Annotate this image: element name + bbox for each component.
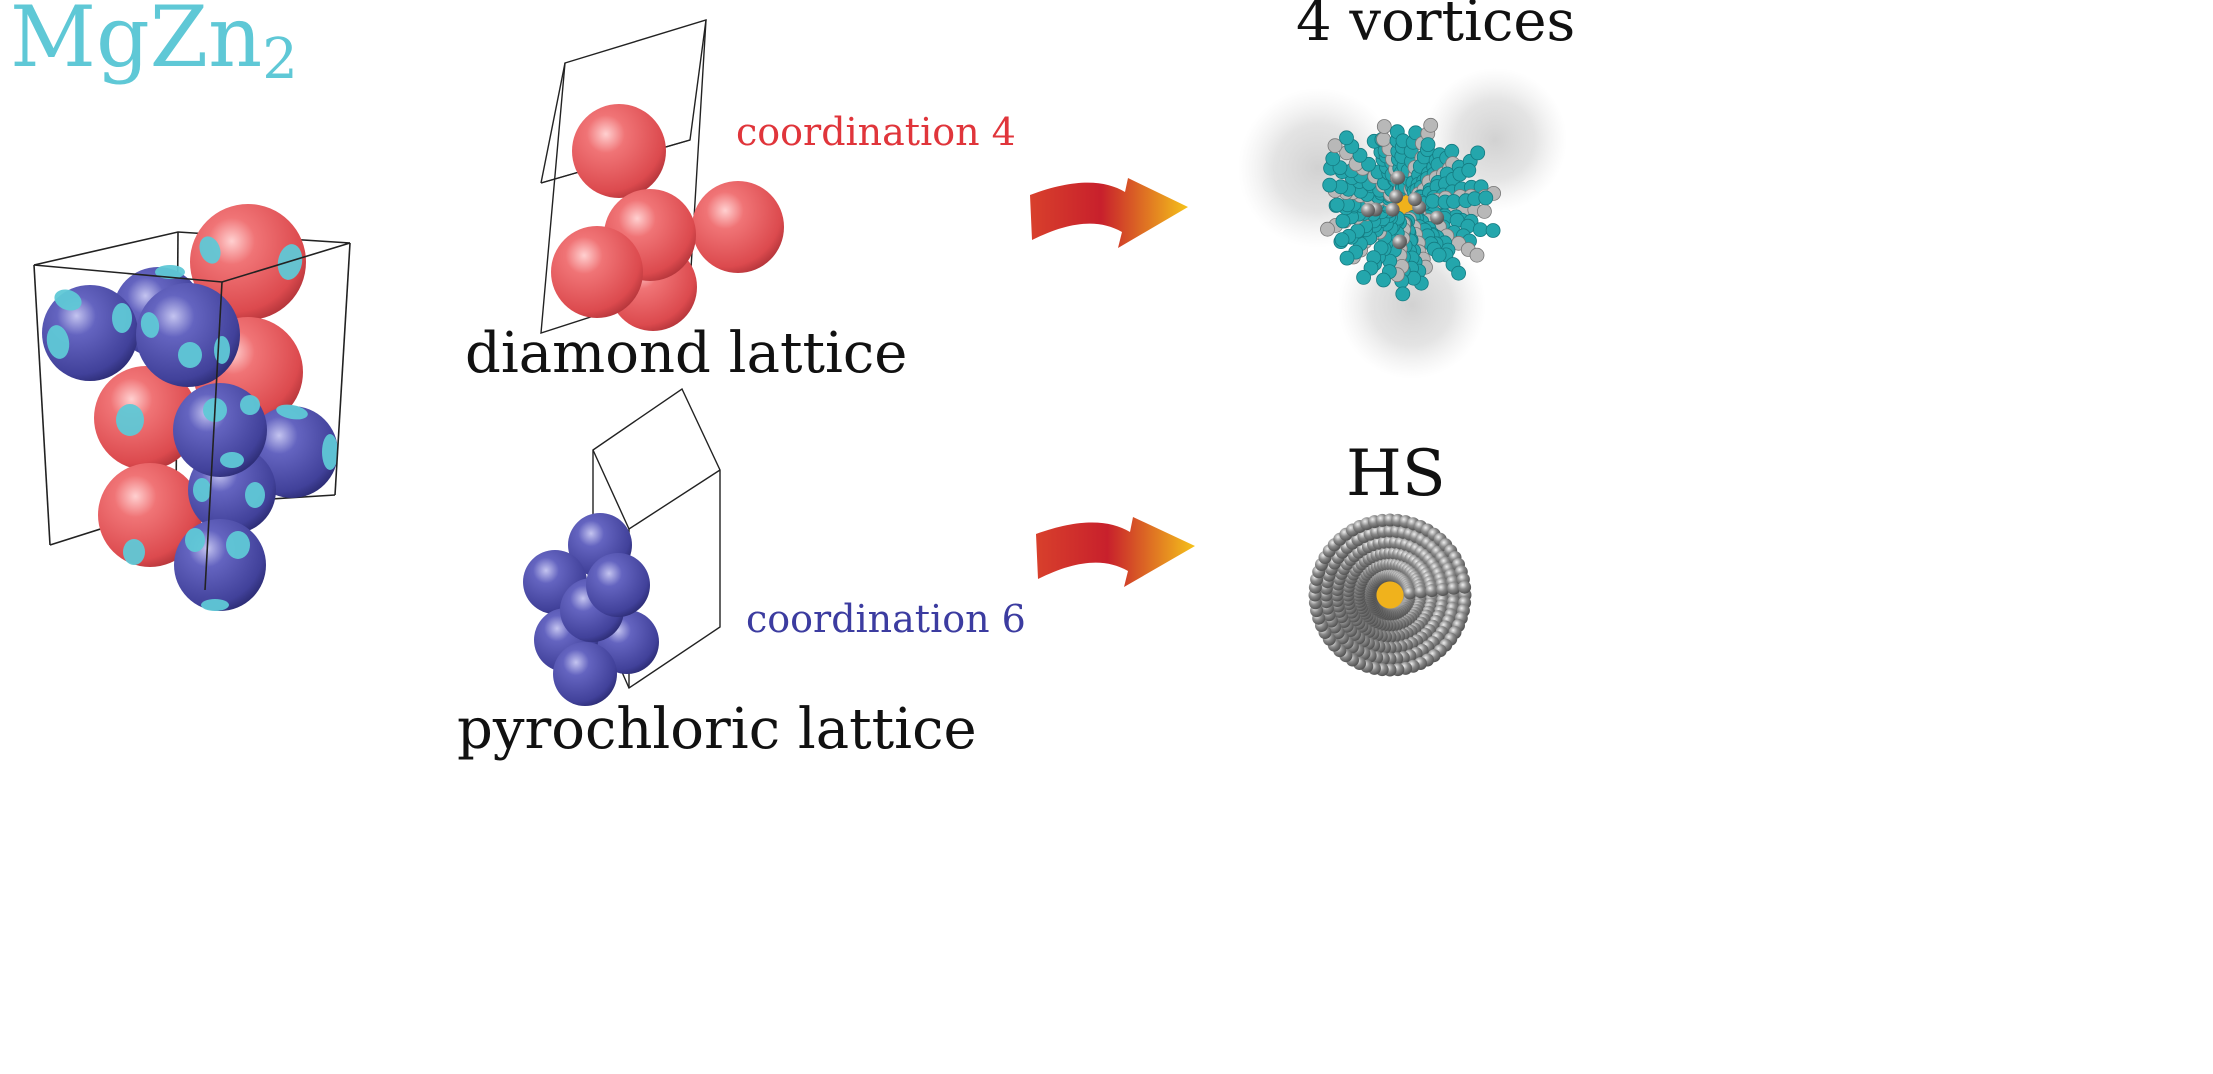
- ligand-bead: [1458, 580, 1472, 594]
- patchy-nanoparticle: [1238, 68, 1567, 379]
- diamond-lattice-label: diamond lattice: [465, 321, 907, 386]
- ligand-bead: [1385, 202, 1400, 217]
- blue-sphere: [586, 553, 650, 617]
- ligand-bead: [1391, 170, 1406, 185]
- ligand-bead: [1395, 286, 1411, 302]
- red-sphere: [190, 204, 306, 320]
- ligand-bead: [1376, 272, 1391, 288]
- ligand-bead: [1376, 119, 1392, 134]
- red-sphere: [94, 366, 198, 470]
- patch-spot: [201, 599, 229, 611]
- mgzn2-spheres: [42, 204, 338, 611]
- ligand-bead: [1403, 586, 1417, 600]
- patch-spot: [54, 289, 82, 311]
- red-sphere: [572, 104, 666, 198]
- ligand-bead: [1446, 194, 1461, 209]
- pyrochloric-lattice-label: pyrochloric lattice: [457, 697, 977, 762]
- ligand-bead: [1407, 192, 1422, 207]
- coordination-6-label: coordination 6: [746, 597, 1026, 641]
- ligand-bead: [1470, 145, 1486, 161]
- diamond-spheres: [551, 104, 784, 331]
- patch-spot: [178, 342, 202, 368]
- ligand-bead: [1461, 162, 1477, 178]
- ligand-bead: [1420, 137, 1436, 153]
- ligand-bead: [1451, 265, 1466, 281]
- patch-spot: [276, 404, 308, 420]
- vortices-label: 4 vortices: [1296, 0, 1575, 54]
- blue-sphere: [553, 642, 617, 706]
- patch-spot: [123, 539, 145, 565]
- curved-arrow-icon: [1030, 178, 1188, 248]
- red-sphere: [551, 226, 643, 318]
- patch-spot: [220, 452, 244, 468]
- ligand-bead: [1485, 223, 1501, 238]
- pyrochlore-unit-cell: [523, 387, 721, 706]
- patch-spot: [140, 312, 160, 338]
- ligand-bead: [1469, 247, 1485, 263]
- patch-spot: [214, 336, 230, 364]
- ligand-bead: [1325, 151, 1341, 167]
- hs-label: HS: [1346, 437, 1446, 511]
- red-sphere: [98, 463, 202, 567]
- diamond-unit-cell: [540, 19, 784, 334]
- ligand-bead: [1389, 189, 1403, 204]
- ligand-bead: [1373, 240, 1389, 256]
- patch-spot: [193, 478, 211, 502]
- blue-sphere: [136, 283, 240, 387]
- ligand-bead: [1361, 156, 1376, 172]
- ligand-bead: [1425, 584, 1439, 598]
- patch-spot: [185, 528, 205, 552]
- ligand-bead: [1444, 143, 1460, 159]
- ligand-bead: [1436, 583, 1450, 596]
- ligand-bead: [1423, 117, 1439, 133]
- coordination-4-label: coordination 4: [736, 110, 1016, 154]
- mgzn2-cell-frame-front: [33, 242, 351, 591]
- ligand-bead: [1376, 131, 1391, 147]
- patch-spot: [322, 434, 338, 470]
- hard-sphere-nanoparticle: [1308, 513, 1472, 677]
- ligand-bead: [1320, 221, 1335, 237]
- ligand-bead: [1478, 190, 1494, 206]
- ligand-bead: [1472, 222, 1488, 238]
- patch-spot: [199, 236, 221, 264]
- patch-spot: [226, 531, 250, 559]
- red-sphere: [692, 181, 784, 273]
- ligand-bead: [1477, 203, 1492, 219]
- ligand-bead: [1361, 203, 1375, 218]
- mgzn2-unit-cell: [33, 204, 351, 611]
- ligand-bead: [1334, 232, 1350, 248]
- ligand-bead: [1430, 210, 1445, 225]
- patch-spot: [116, 404, 144, 436]
- ligand-bead: [1327, 138, 1343, 154]
- pyrochlore-spheres: [523, 513, 659, 706]
- patch-spot: [240, 395, 260, 415]
- ligand-bead: [1329, 197, 1345, 213]
- patch-spot: [155, 265, 185, 279]
- ligand-bead: [1431, 247, 1447, 263]
- ligand-bead: [1392, 235, 1407, 250]
- ligand-bead: [1339, 250, 1355, 266]
- ligand-bead: [1447, 581, 1461, 595]
- patch-spot: [245, 482, 265, 508]
- patch-spot: [112, 303, 132, 333]
- patch-spot: [46, 325, 70, 359]
- ligand-bead: [1425, 193, 1440, 209]
- ligand-bead: [1356, 269, 1371, 285]
- ligand-bead: [1339, 130, 1354, 146]
- title: MgZn2: [10, 0, 298, 92]
- ligand-bead: [1335, 213, 1351, 229]
- curved-arrow-icon: [1036, 517, 1195, 587]
- ligand-bead: [1322, 177, 1338, 193]
- ligand-bead: [1414, 585, 1428, 599]
